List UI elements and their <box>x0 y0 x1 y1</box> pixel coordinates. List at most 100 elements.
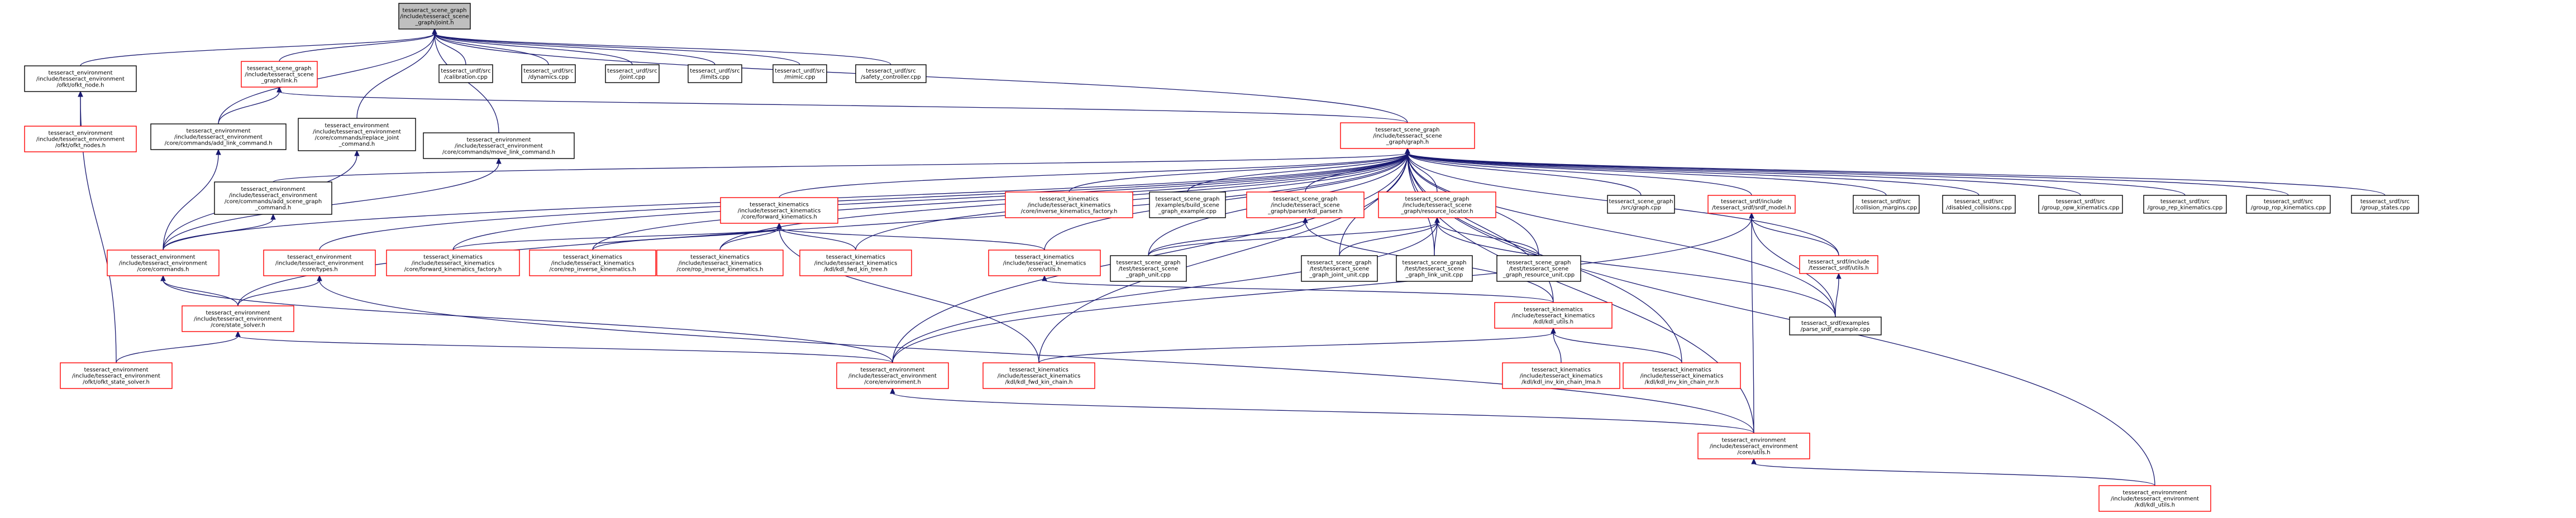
node-urdf-dynamics[interactable]: tesseract_urdf/src/dynamics.cpp <box>521 64 576 83</box>
node-label-line: /include/tesseract_kinematics <box>814 261 898 267</box>
node-srdf-utils-h[interactable]: tesseract_srdf/include/tesseract_srdf/ut… <box>1799 255 1878 274</box>
node-ofkt-nodes-h[interactable]: tesseract_environment/include/tesseract_… <box>24 126 137 152</box>
node-label-line: tesseract_environment <box>467 137 531 143</box>
node-label-line: /include/tesseract_kinematics <box>1520 373 1603 380</box>
node-commands-h[interactable]: tesseract_environment/include/tesseract_… <box>107 250 220 276</box>
edge-line <box>1044 152 1408 251</box>
edge-arrowhead <box>1751 458 1757 464</box>
node-label-line: /include/tesseract_scene <box>1271 203 1340 209</box>
node-sg-link-unit[interactable]: tesseract_scene_graph/test/tesseract_sce… <box>1396 255 1473 282</box>
node-urdf-model-h[interactable]: tesseract_srdf/include/tesseract_srdf/sr… <box>1707 195 1796 214</box>
node-box <box>1005 191 1133 218</box>
node-label-line: /include/tesseract_kinematics <box>1640 373 1724 380</box>
node-kdl-fwd-kin-tree[interactable]: tesseract_kinematics/include/tesseract_k… <box>799 250 912 276</box>
node-types-h[interactable]: tesseract_environment/include/tesseract_… <box>263 250 376 276</box>
node-environment-h[interactable]: tesseract_environment/include/tesseract_… <box>836 362 949 389</box>
node-box <box>438 64 493 83</box>
node-kdl-parser-h[interactable]: tesseract_scene_graph/include/tesseract_… <box>1246 191 1365 218</box>
node-ofkt-state-solver[interactable]: tesseract_environment/include/tesseract_… <box>60 362 173 389</box>
edge-commands_h-to-state_solver_h <box>160 275 238 306</box>
node-env-utils-h[interactable]: tesseract_environment/include/tesseract_… <box>1697 433 1810 459</box>
node-box <box>720 197 838 224</box>
edge-line <box>1437 222 1539 256</box>
edge-line <box>273 152 1408 183</box>
node-label-line: /kdl/kdl_utils.h <box>1533 319 1573 325</box>
node-rep-inverse-kin[interactable]: tesseract_kinematics/include/tesseract_k… <box>529 250 656 276</box>
node-box <box>1502 362 1620 389</box>
node-label-line: tesseract_urdf/src <box>523 68 573 74</box>
node-kdl-inv-kin-chain-nr[interactable]: tesseract_kinematics/include/tesseract_k… <box>1623 362 1741 389</box>
node-joint-h[interactable]: tesseract_scene_graph/include/tesseract_… <box>398 3 471 30</box>
node-sg-graph-cpp[interactable]: tesseract_scene_graph/src/graph.cpp <box>1607 195 1675 214</box>
edge-line <box>218 91 280 124</box>
node-sg-joint-unit[interactable]: tesseract_scene_graph/test/tesseract_sce… <box>1301 255 1378 282</box>
node-kdl-fwd-kin-chain[interactable]: tesseract_kinematics/include/tesseract_k… <box>982 362 1095 389</box>
edge-arrowhead <box>317 275 322 281</box>
node-srdf-disabled-collisions[interactable]: tesseract_srdf/src/disabled_collisions.c… <box>1942 195 2016 214</box>
node-srdf-group-states[interactable]: tesseract_srdf/src/group_states.cpp <box>2351 195 2419 214</box>
node-label-line: tesseract_scene_graph <box>247 66 312 72</box>
node-build-scene-graph-example[interactable]: tesseract_scene_graph/examples/build_sce… <box>1149 191 1226 218</box>
node-add-link-cmd[interactable]: tesseract_environment/include/tesseract_… <box>150 123 287 150</box>
node-state-solver-h[interactable]: tesseract_environment/include/tesseract_… <box>182 305 294 332</box>
node-srdf-group-rep[interactable]: tesseract_srdf/src/group_rep_kinematics.… <box>2143 195 2227 214</box>
node-urdf-limits[interactable]: tesseract_urdf/src/limits.cpp <box>688 64 742 83</box>
edge-line <box>163 280 238 306</box>
node-srdf-collision-margins[interactable]: tesseract_srdf/src/collision_margins.cpp <box>1853 195 1920 214</box>
edge-line <box>1751 217 1839 256</box>
node-add-scene-graph-cmd[interactable]: tesseract_environment/include/tesseract_… <box>214 181 332 215</box>
node-inverse-kin-factory[interactable]: tesseract_kinematics/include/tesseract_k… <box>1005 191 1133 218</box>
node-srdf-group-rop[interactable]: tesseract_srdf/src/group_rop_kinematics.… <box>2246 195 2331 214</box>
node-label-line: /core/utils.h <box>1028 267 1061 273</box>
edge-forward_kinematics_h-to-fwd_kin_factory <box>452 222 782 251</box>
edge-line <box>892 222 1438 363</box>
node-box <box>1494 302 1613 329</box>
node-graph-h[interactable]: tesseract_scene_graph/include/tesseract_… <box>1340 122 1475 149</box>
node-move-link-cmd[interactable]: tesseract_environment/include/tesseract_… <box>423 132 575 159</box>
node-label-line: /include/tesseract_environment <box>119 261 207 267</box>
node-label-line: /tesseract_srdf/srdf_model.h <box>1712 205 1791 211</box>
edge-line <box>356 33 435 119</box>
node-box <box>605 64 660 83</box>
node-label-line: tesseract_kinematics <box>1524 307 1583 313</box>
edge-environment_h-to-env_utils_h <box>890 387 1754 434</box>
edge-resource_locator_h-to-environment_h <box>892 217 1440 363</box>
edge-line <box>1068 152 1408 193</box>
node-urdf-mimic[interactable]: tesseract_urdf/src/mimic.cpp <box>772 64 827 83</box>
node-kdl-utils-h[interactable]: tesseract_kinematics/include/tesseract_k… <box>1494 302 1613 329</box>
edge-line <box>1148 222 1438 256</box>
edge-types_h-to-env_utils_h <box>317 275 1754 434</box>
node-box <box>182 305 294 332</box>
node-link-h[interactable]: tesseract_scene_graph/include/tesseract_… <box>241 61 318 88</box>
node-forward-kinematics-h[interactable]: tesseract_kinematics/include/tesseract_k… <box>720 197 838 224</box>
node-label-line: /core/forward_kinematics_factory.h <box>404 267 502 273</box>
node-urdf-joint[interactable]: tesseract_urdf/src/joint.cpp <box>605 64 660 83</box>
node-box <box>2143 195 2227 214</box>
node-rop-inverse-kin[interactable]: tesseract_kinematics/include/tesseract_k… <box>656 250 784 276</box>
edge-arrowhead <box>1042 275 1047 281</box>
node-sg-resource-unit[interactable]: tesseract_scene_graph/test/tesseract_sce… <box>1496 255 1581 282</box>
node-ofkt-node-h[interactable]: tesseract_environment/include/tesseract_… <box>24 65 137 92</box>
node-urdf-safety[interactable]: tesseract_urdf/src/safety_controller.cpp <box>855 64 927 83</box>
node-label-line: /limits.cpp <box>700 74 729 80</box>
node-env-kdl-utils-h[interactable]: tesseract_environment/include/tesseract_… <box>2098 485 2211 512</box>
node-label-line: tesseract_scene_graph <box>1609 199 1673 205</box>
node-label-line: /include/tesseract_scene <box>245 72 314 78</box>
node-label-line: /src/graph.cpp <box>1621 205 1661 211</box>
node-fwd-kin-factory[interactable]: tesseract_kinematics/include/tesseract_k… <box>386 250 520 276</box>
node-parse-srdf-example[interactable]: tesseract_srdf/examples/parse_srdf_examp… <box>1789 316 1882 335</box>
node-srdf-group-opw[interactable]: tesseract_srdf/src/group_opw_kinematics.… <box>2038 195 2123 214</box>
node-label-line: /ofkt/ofkt_nodes.h <box>55 143 106 149</box>
node-label-line: tesseract_environment <box>131 255 195 261</box>
node-urdf-calibration[interactable]: tesseract_urdf/src/calibration.cpp <box>438 64 493 83</box>
node-kdl-inv-kin-chain-lma[interactable]: tesseract_kinematics/include/tesseract_k… <box>1502 362 1620 389</box>
node-replace-joint-cmd[interactable]: tesseract_environment/include/tesseract_… <box>298 118 416 151</box>
node-kin-utils-h[interactable]: tesseract_kinematics/include/tesseract_k… <box>988 250 1101 276</box>
edge-line <box>1407 152 1752 196</box>
edge-arrowhead <box>235 330 241 337</box>
node-box <box>298 118 416 151</box>
node-sg-graph-unit[interactable]: tesseract_scene_graph/test/tesseract_sce… <box>1110 255 1187 282</box>
node-resource-locator-h[interactable]: tesseract_scene_graph/include/tesseract_… <box>1378 191 1496 218</box>
node-label-line: _graph_resource_unit.cpp <box>1502 272 1575 279</box>
node-label-line: /include/tesseract_environment <box>36 137 125 143</box>
